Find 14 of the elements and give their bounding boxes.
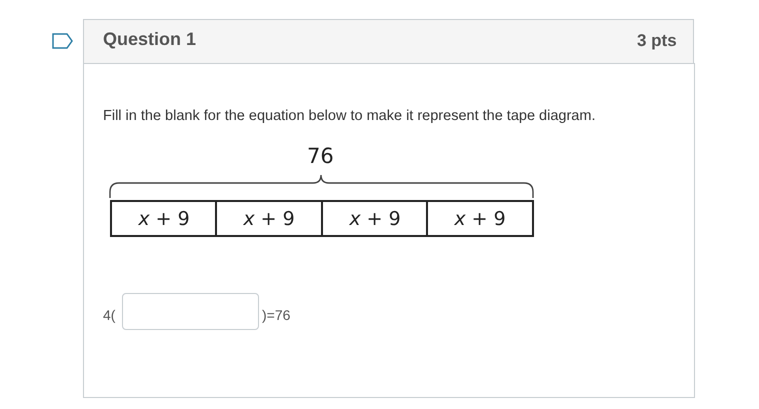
points-label: 3 pts [637, 31, 677, 51]
tape-segment [321, 200, 429, 237]
segment-label: x + 9 [243, 208, 295, 230]
tape-segment [215, 200, 323, 237]
tape-segment [110, 200, 218, 237]
equation-text: )=76 [262, 307, 290, 323]
instruction-text: Fill in the blank for the equation below to make it represent the tape diagram. [103, 108, 596, 124]
question-title: Question 1 [103, 29, 196, 50]
segment-label: x + 9 [454, 208, 506, 230]
equation-text: 4( [103, 307, 116, 323]
segment-label: x + 9 [349, 208, 401, 230]
tape-segment [426, 200, 534, 237]
total-label: 76 [307, 144, 334, 168]
segment-label: x + 9 [138, 208, 190, 230]
